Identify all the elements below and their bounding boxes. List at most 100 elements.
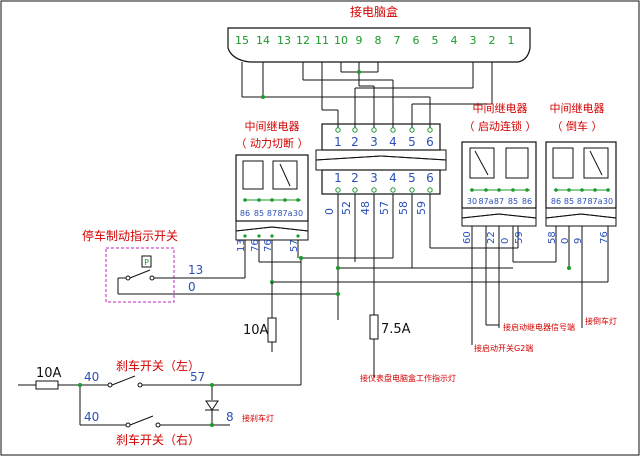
connector-pin: 6	[426, 171, 434, 185]
park-switch-marker: P	[144, 258, 149, 267]
note-start-switch-g2: 接启动开关G2端	[474, 343, 533, 353]
connector-pin: 2	[351, 171, 359, 185]
wire-number: 58	[397, 201, 410, 215]
junction-dot	[357, 70, 361, 74]
ecu-pin: 4	[451, 34, 458, 47]
connector-down-wires	[301, 194, 518, 320]
fuse-10a	[267, 282, 277, 352]
brake-switch-left-label: 刹车开关（左）	[116, 358, 200, 373]
connector-pin: 5	[408, 171, 416, 185]
ecu-pin: 1	[508, 34, 515, 47]
note-start-relay-coil: 接启动继电器信号端	[503, 322, 575, 332]
wire-40b: 40	[84, 410, 99, 424]
wire-number: 57	[378, 201, 391, 215]
fuse-7-5a	[369, 314, 379, 378]
note-brake-lamp: 接刹车灯	[242, 413, 274, 423]
junction-dot	[336, 292, 340, 296]
ecu-pin: 8	[375, 34, 382, 47]
wire-number: 48	[359, 201, 372, 215]
relay-start-subtitle: （ 启动连锁 ）	[464, 119, 537, 133]
wire-number: 0	[500, 238, 511, 244]
ecu-pin: 13	[277, 34, 291, 47]
wire-number: 59	[514, 231, 525, 244]
relay-reverse-subtitle: （ 倒车 ）	[552, 119, 603, 133]
ecu-box-pins: 15 14 13 12 11 10 9 8 7 6 5 4 3 2 1	[235, 34, 515, 47]
relay-pin: 87a	[587, 197, 602, 206]
connector-pin: 3	[370, 171, 378, 185]
wire-0: 0	[188, 280, 196, 294]
wire-number: 76	[599, 231, 610, 244]
relay-pin: 87a	[478, 197, 493, 206]
connector-wire-numbers: 0 52 48 57 58 59	[323, 201, 428, 215]
relay-power	[235, 154, 309, 241]
park-switch-marker-box	[141, 255, 152, 268]
relay-power-title: 中间继电器	[245, 120, 300, 133]
note-leaders	[486, 324, 583, 328]
connector-pin: 4	[389, 171, 397, 185]
relay-power-subtitle: （ 动力切断 ）	[236, 136, 309, 150]
brake-switch-right-label: 刹车开关（右）	[116, 432, 200, 447]
ecu-pin: 10	[334, 34, 348, 47]
ecu-pin: 6	[413, 34, 420, 47]
connector-pin: 1	[334, 171, 342, 185]
wire-number: 76	[250, 239, 261, 252]
relay-pin: 85	[564, 197, 574, 206]
junction-dot	[299, 256, 303, 260]
ecu-pin: 9	[356, 34, 363, 47]
wire-number: 59	[415, 201, 428, 215]
connector-pin: 1	[334, 135, 342, 149]
relay-pin: 85	[508, 197, 518, 206]
ecu-pin: 14	[256, 34, 270, 47]
relay-pin: 86	[240, 209, 250, 218]
relay-reverse-wires	[272, 226, 609, 325]
relay-pin: 87	[267, 209, 277, 218]
connector-pin: 5	[408, 135, 416, 149]
park-switch-box	[105, 247, 175, 303]
ecu-box-title: 接电脑盒	[350, 4, 398, 19]
connector-bottom-pin-labels: 1 2 3 4 5 6	[334, 171, 434, 185]
relay-pin: 30	[603, 197, 613, 206]
relay-reverse-pins: 86 85 87 87a 30	[551, 197, 613, 206]
ecu-pin: 15	[235, 34, 249, 47]
park-switch-label: 停车制动指示开关	[82, 228, 178, 243]
relay-pin: 86	[522, 197, 532, 206]
ecu-pin: 11	[315, 34, 329, 47]
connector-pin: 6	[426, 135, 434, 149]
junction-dot	[567, 266, 571, 270]
wire-57: 57	[190, 370, 205, 384]
relay-pin: 30	[467, 197, 477, 206]
wire-40a: 40	[84, 370, 99, 384]
relay-pin: 87	[494, 197, 504, 206]
relay-start-wire-numbers: 60 22 0 59	[462, 231, 525, 244]
ecu-wires	[241, 62, 493, 128]
diode-icon	[205, 400, 219, 411]
relay-pin: 86	[551, 197, 561, 206]
relay-pin: 85	[254, 209, 264, 218]
wire-number: 22	[486, 231, 497, 244]
wire-number: 52	[340, 201, 353, 215]
wire-number: 9	[573, 238, 584, 244]
center-connector	[315, 123, 447, 195]
relay-reverse-title: 中间继电器	[550, 102, 605, 115]
wire-number: 13	[236, 239, 247, 252]
junction-dot	[210, 383, 214, 387]
fuse-7-5a-label: 7.5A	[381, 322, 411, 337]
park-switch-symbol	[117, 269, 245, 295]
junction-dot	[210, 423, 214, 427]
junction-dot	[336, 266, 340, 270]
relay-start-wires	[338, 226, 519, 345]
relay-start	[461, 141, 537, 227]
ecu-box-outline	[227, 27, 531, 63]
fuse-10a-label: 10A	[243, 323, 269, 338]
ecu-pin: 2	[489, 34, 496, 47]
junction-dot	[78, 383, 82, 387]
ecu-pin: 12	[296, 34, 310, 47]
junction-dot	[261, 95, 265, 99]
relay-start-pins: 30 87a 87 85 86	[467, 197, 532, 206]
connector-top-pin-labels: 1 2 3 4 5 6	[334, 135, 434, 149]
wire-number: 0	[323, 208, 336, 215]
relay-reverse-wire-numbers: 58 0 9 76	[547, 231, 610, 244]
